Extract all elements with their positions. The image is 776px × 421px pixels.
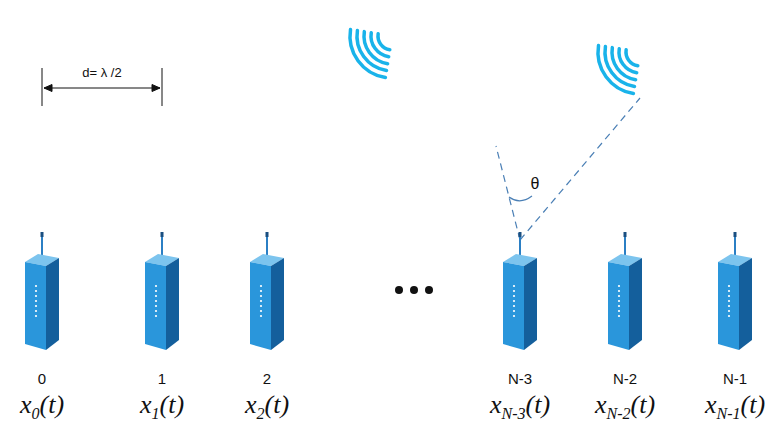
label-text: x [705,390,717,419]
wave-arc [350,29,385,77]
label-text: (t) [40,390,65,419]
element-index: 0 [38,370,46,387]
signal-name: x2(t) [245,390,289,421]
label-text: x [245,390,257,419]
label-text: (t) [631,390,656,419]
element-index: N-3 [508,370,532,387]
wave-arc [598,45,633,93]
label-text: x [490,390,502,419]
wave-arc [626,50,638,66]
label-text: (t) [741,390,766,419]
label-text: θ [531,175,540,192]
element-index: N-1 [723,370,747,387]
signal-name: xN-1(t) [705,390,765,421]
label-text: (t) [160,390,185,419]
label-text: x [595,390,607,419]
wave-arc [378,34,390,50]
spacing-label: d= λ /2 [80,65,123,80]
signal-subscript: 1 [152,405,160,421]
label-text: N-2 [613,370,637,387]
signal-subscript: N-1 [717,405,741,421]
label-text: (t) [265,390,290,419]
label-text: 2 [263,370,271,387]
signal-name: xN-2(t) [595,390,655,421]
signal-name: x1(t) [140,390,184,421]
antenna-unit [25,232,59,350]
angle-label: θ [531,175,540,193]
incoming-wavefronts [350,29,638,93]
antenna-unit [608,232,642,350]
label-text: 0 [38,370,46,387]
ellipsis-dots [395,286,433,294]
label-text: N-3 [508,370,532,387]
wave-arc [371,33,389,57]
element-index: 2 [263,370,271,387]
antenna-unit [145,232,179,350]
angle-indicator [496,98,640,240]
element-index: 1 [158,370,166,387]
signal-name: xN-3(t) [490,390,550,421]
signal-subscript: N-2 [607,405,631,421]
label-text: (t) [526,390,551,419]
label-text: N-1 [723,370,747,387]
antenna-unit [250,232,284,350]
antenna-unit [718,232,752,350]
signal-subscript: N-3 [502,405,526,421]
label-text: x [140,390,152,419]
signal-subscript: 2 [257,405,265,421]
wave-arc [619,49,637,73]
label-text: d= λ /2 [82,65,121,80]
signal-name: x0(t) [20,390,64,421]
element-index: N-2 [613,370,637,387]
label-text: 1 [158,370,166,387]
label-text: x [20,390,32,419]
antenna-unit [503,232,537,350]
signal-subscript: 0 [32,405,40,421]
antenna-elements [25,232,752,350]
